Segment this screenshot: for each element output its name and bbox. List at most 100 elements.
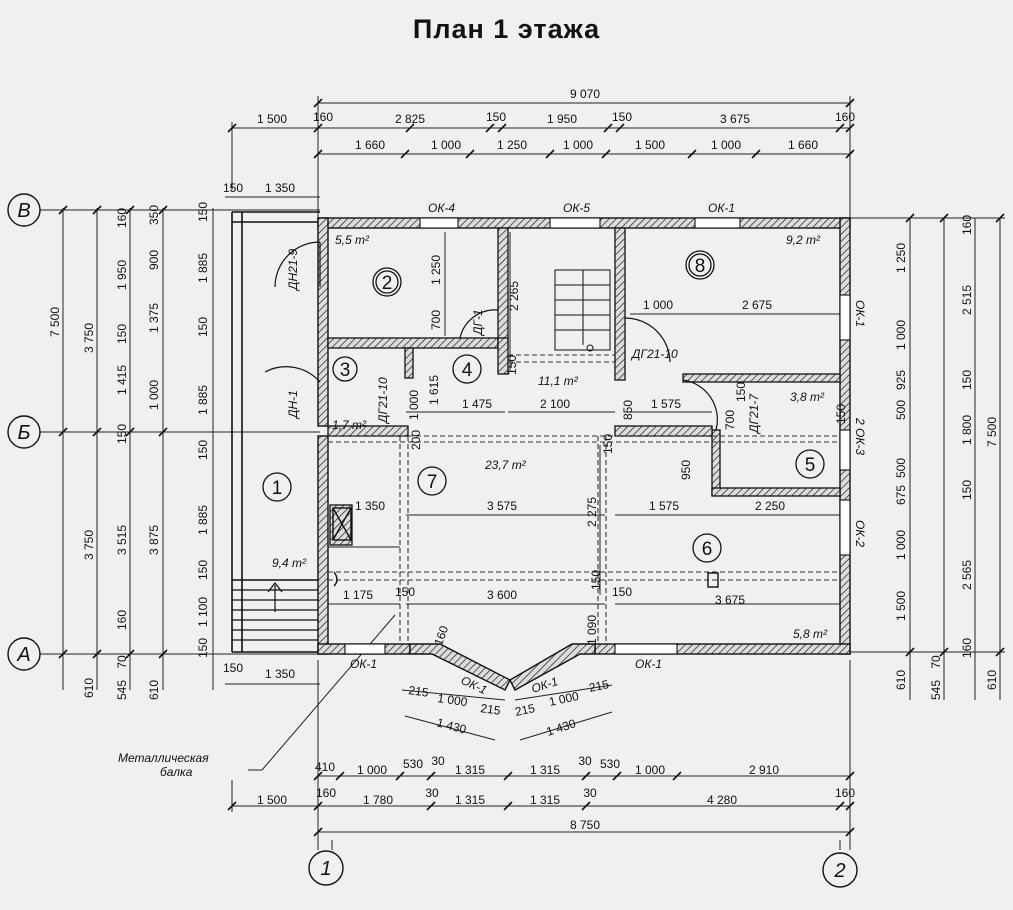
- window-label-ok1-br: ОК-1: [635, 657, 662, 671]
- dims-right: 7 500 160 2 515 150 1 800 150 2 565 160 …: [894, 215, 999, 700]
- dim-right-m-5: 2 565: [960, 560, 974, 590]
- dim-top-r2-4: 1 950: [547, 112, 577, 126]
- dim-right-b-0: 610: [894, 670, 908, 690]
- axis-bubble-b: [7, 415, 41, 449]
- dim-right-m-1: 2 515: [960, 285, 974, 315]
- dim-right-m-3: 1 800: [960, 415, 974, 445]
- dim-right-m-0: 160: [960, 215, 974, 235]
- dim-bot-r1-5: 1 315: [530, 763, 560, 777]
- dim-left-m-0: 160: [115, 208, 129, 228]
- metal-beams: [328, 354, 840, 644]
- dim-int-1: 700: [429, 310, 443, 330]
- axis-bubble-2: [822, 852, 858, 888]
- dim-top-r3-3: 1 000: [563, 138, 593, 152]
- axis-label-v: В: [17, 200, 30, 222]
- beam-note-line2: балка: [160, 765, 193, 779]
- dim-top-r2-7: 160: [835, 110, 855, 124]
- dim-int-24: 150: [612, 585, 632, 599]
- dim-left-p-4: 150: [196, 440, 210, 460]
- dim-top-r3-0: 1 660: [355, 138, 385, 152]
- dim-int-16: 3 575: [487, 499, 517, 513]
- axis-bubble-a: [7, 637, 41, 671]
- dim-right-b-3: 610: [985, 670, 999, 690]
- dim-porch-top-0: 150: [223, 181, 243, 195]
- window-openings: [344, 217, 851, 655]
- dim-bay-2: 215: [480, 701, 502, 718]
- axis-label-2: 2: [833, 860, 845, 882]
- dim-bot-r2-0: 1 500: [257, 793, 287, 807]
- room-area-8: 9,2 m²: [786, 233, 821, 247]
- window-label-ok3-prefix: 2: [853, 417, 867, 425]
- dim-bot-r1-1: 1 000: [357, 763, 387, 777]
- dim-bot-r1-0: 410: [315, 760, 335, 774]
- dim-right-i-7: 1 500: [894, 591, 908, 621]
- dim-int-21: 150: [395, 585, 415, 599]
- window-label-ok5: ОК-5: [563, 201, 590, 215]
- dim-left-m-6: 160: [115, 610, 129, 630]
- axis-markers: В Б А 1 2: [7, 193, 858, 888]
- beam-note: Металлическая балка: [118, 751, 209, 779]
- dim-left-p-3: 1 885: [196, 385, 210, 415]
- dim-right-i-2: 925: [894, 370, 908, 390]
- dim-int-17: 2 275: [585, 497, 599, 527]
- dim-right-b-2: 545: [929, 680, 943, 700]
- dim-left-m-5: 3 515: [115, 525, 129, 555]
- window-labels: ОК-4 ОК-5 ОК-1 ОК-1 ОК-3 ОК-2 ОК-1 ОК-1 …: [350, 201, 867, 697]
- dim-left-m-1: 1 950: [115, 260, 129, 290]
- dim-bot-r1-2: 530: [403, 757, 423, 771]
- dim-bot-r1-7: 530: [600, 757, 620, 771]
- dim-int-11: 1 575: [651, 397, 681, 411]
- room-number-6: 6: [702, 539, 713, 560]
- dims-bay: 215 1 000 215 1 430 215 1 000 215 1 430: [408, 677, 611, 739]
- dim-bot-r2-5: 1 315: [530, 793, 560, 807]
- dim-left-p-5: 1 885: [196, 505, 210, 535]
- dim-left-m-4: 150: [115, 424, 129, 444]
- room-number-8: 8: [695, 256, 706, 277]
- dim-int-6: 1 000: [407, 390, 421, 420]
- dim-int-12: 700: [723, 410, 737, 430]
- plan-title: План 1 этажа: [412, 14, 601, 44]
- dim-porch-bot-1: 1 350: [265, 667, 295, 681]
- dim-int-9: 2 100: [540, 397, 570, 411]
- dim-int-15: 1 350: [355, 499, 385, 513]
- room-numbers: 1 2 3 4 5 6 7 8: [272, 256, 816, 560]
- column-markers: [332, 507, 719, 588]
- dim-top-r2-2: 2 825: [395, 112, 425, 126]
- dim-right-i-6: 1 000: [894, 530, 908, 560]
- dim-left-b-2: 545: [115, 680, 129, 700]
- beam-note-line1: Металлическая: [118, 751, 209, 765]
- window-label-ok4: ОК-4: [428, 201, 455, 215]
- dim-left-m-3: 1 415: [115, 365, 129, 395]
- dims-bottom: 410 1 000 530 30 1 315 1 315 30 530 1 00…: [223, 661, 855, 832]
- dim-right-i-3: 500: [894, 400, 908, 420]
- dims-top: 9 070 1 500 160 2 825 150 1 950 150 3 67…: [223, 87, 855, 195]
- room-number-2: 2: [382, 273, 393, 294]
- dim-int-18: 1 575: [649, 499, 679, 513]
- dimension-ticks: [58, 98, 1005, 837]
- dimension-lines: [40, 96, 1005, 850]
- dim-int-30: 150: [834, 404, 848, 424]
- window-label-ok1-bl: ОК-1: [350, 657, 377, 671]
- dim-right-i-1: 1 000: [894, 320, 908, 350]
- dim-left-i-0: 350: [147, 205, 161, 225]
- dim-bot-r2-3: 30: [425, 786, 439, 800]
- dim-int-25: 3 675: [715, 593, 745, 607]
- dim-left-mid-a: 3 750: [82, 323, 96, 353]
- dim-right-i-4: 500: [894, 458, 908, 478]
- dim-bot-overall: 8 750: [570, 818, 600, 832]
- door-swings: [264, 241, 718, 431]
- dim-int-0: 1 250: [429, 255, 443, 285]
- axis-label-b: Б: [17, 422, 30, 444]
- dim-porch-top-1: 1 350: [265, 181, 295, 195]
- dim-top-r2-3: 150: [486, 110, 506, 124]
- dim-int-3: 1 000: [643, 298, 673, 312]
- dim-bay-3: 1 430: [435, 715, 468, 736]
- dim-bay-6: 215: [588, 677, 611, 695]
- dim-left-m-2: 150: [115, 324, 129, 344]
- door-label-dn21-9: ДН21-9: [286, 249, 300, 292]
- door-label-dg21-7: ДГ21-7: [747, 393, 761, 435]
- dim-left-p-6: 150: [196, 560, 210, 580]
- dim-left-p-0: 150: [196, 202, 210, 222]
- dim-int-8: 1 475: [462, 397, 492, 411]
